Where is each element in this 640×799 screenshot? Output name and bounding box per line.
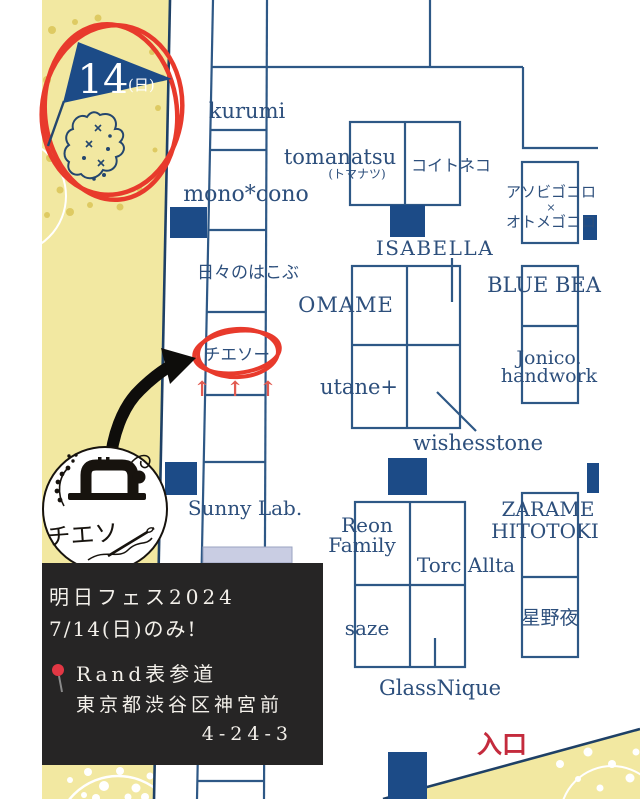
booth-outline-bluebea-jonico [520,264,580,405]
booth-label-wishesstone: wishesstone [413,431,543,455]
booth-label-hoshinoya: 星野夜 [521,607,578,629]
booth-marker-squares [165,205,599,799]
booth-label-jonico-2: handwork [501,365,598,387]
booth-label-sunny-lab: Sunny Lab. [188,496,302,520]
sewing-machine-icon [68,454,151,500]
booth-outline-zarame [520,491,580,659]
red-scribble-rings [39,21,185,203]
info-address-1: 東京都渋谷区神宮前 [76,694,283,716]
logo-text: チエソ [46,519,120,552]
island-doodle [63,111,125,180]
needle-icon [87,526,155,561]
laurel-decoration [54,453,78,507]
event-info-box: 明日フェス2024 7/14(日)のみ! Rand表参道 東京都渋谷区神宮前 4… [42,563,323,765]
info-address-2: 4-24-3 [202,723,293,745]
booth-label-mono-cono: mono*cono [183,182,309,207]
booth-label-saze: saze [345,616,390,640]
booth-outline-asobigokoro [520,160,580,245]
booth-label-zarame-1: ZARAME [502,497,595,521]
date-flag-badge: 14 (日) [39,21,185,203]
white-arc-entrance [562,765,640,799]
booth-label-jonico-1: Jonico. [514,347,581,369]
booth-label-glassnique: GlassNique [379,676,501,700]
booth-label-tomanatsu-reading: (トマナツ) [328,167,385,181]
brand-logo: チエソ [42,446,168,572]
info-date: 7/14(日)のみ! [49,617,198,641]
floor-plan-walls [152,0,640,799]
island-marks [85,124,105,167]
lavender-block [202,546,293,564]
booth-label-blue-bea: BLUE BEA [487,273,602,297]
booth-label-asobigokoro-2: オトメゴコロ [506,213,596,231]
map-pin-icon [52,664,64,693]
flag-pennant [63,42,172,103]
info-title: 明日フェス2024 [49,585,236,609]
booth-label-asobigokoro-x: × [546,201,555,214]
flag-pole [46,100,66,147]
island-dots [82,134,112,181]
booth-label-reon-2: Family [328,533,396,557]
pointer-arrow [104,348,196,471]
booth-label-reon-1: Reon [341,513,393,537]
booth-label-isabella: ISABELLA [376,236,494,260]
booth-label-koitoneko: コイトネコ [411,156,491,175]
booth-label-zarame-2: HITOTOKI [491,519,599,543]
flag-day: 14 [78,57,129,103]
booth-label-utane: utane+ [320,375,398,399]
booth-label-chieso: チエソー [204,345,270,364]
highlight-arrows: ↑ ↑ ↑ [193,376,280,401]
white-arc-bottom [68,774,168,799]
info-box-bg [42,563,323,765]
white-arc-top [0,137,67,255]
booth-label-hibi-no-hakobu: 日々のはこぶ [197,263,299,283]
booth-label-tomanatsu: tomanatsu [284,145,396,169]
booth-label-kurumi: kurumi [209,99,286,123]
wishesstone-pointer [436,391,477,432]
booth-label-torc-allta: Torc Allta [417,553,515,577]
booth-label-omame: OMAME [298,293,394,317]
highlight-red-circle [192,326,282,380]
booth-label-asobigokoro-1: アソビゴコロ [506,183,596,201]
flag-weekday: (日) [128,76,155,94]
entrance-label: 入口 [477,730,527,759]
info-venue: Rand表参道 [76,662,217,686]
